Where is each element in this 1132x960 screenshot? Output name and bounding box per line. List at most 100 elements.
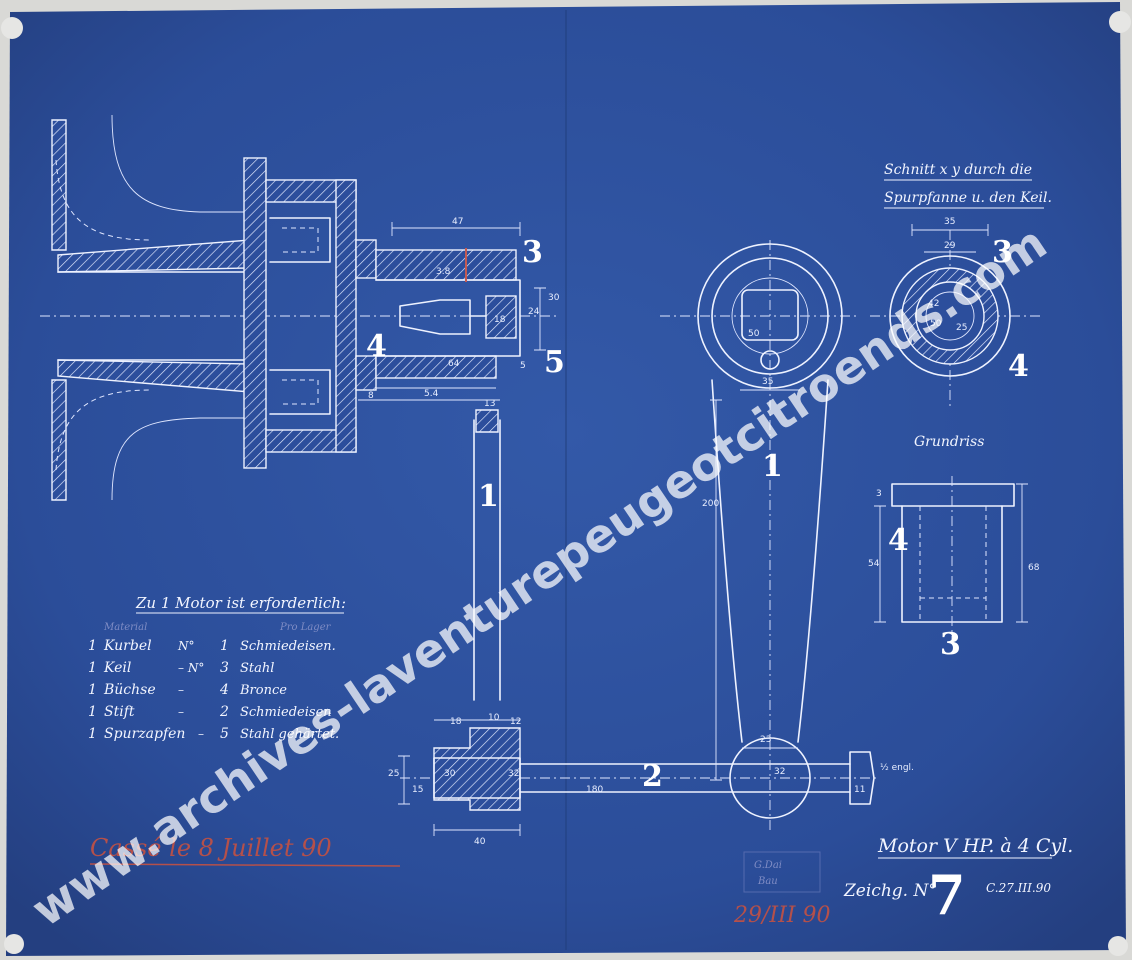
dim-24: 24 xyxy=(528,307,540,317)
plan-title: Grundriss xyxy=(914,434,984,450)
dim-40: 40 xyxy=(474,837,486,847)
drawing-date: C.27.III.90 xyxy=(986,881,1051,895)
dim-180: 180 xyxy=(586,785,603,795)
dim-3-8: 3.8 xyxy=(436,267,451,277)
part-name: Keil xyxy=(103,660,131,676)
parts-row: 1 Büchse – 4 Bronce xyxy=(88,682,287,698)
crank-pin-section xyxy=(398,719,880,836)
dim-200: 200 xyxy=(702,499,719,509)
drawing-label: Zeichg. N° xyxy=(843,881,937,901)
dim-5-4: 5.4 xyxy=(424,389,439,399)
dim-13: 13 xyxy=(484,399,495,409)
dim-8: 8 xyxy=(368,391,374,401)
dim-50-eye: 50 xyxy=(748,329,760,339)
part-label-4-assembly: 4 xyxy=(366,329,387,364)
parts-heading: Zu 1 Motor ist erforderlich: xyxy=(135,594,346,612)
part-no: 5 xyxy=(220,726,229,742)
part-name: Kurbel xyxy=(103,638,152,654)
dim-5: 5 xyxy=(520,361,526,371)
part-qty: 1 xyxy=(88,638,97,654)
part-qty: 1 xyxy=(88,682,97,698)
dim-32-eye: 32 xyxy=(774,767,785,777)
part-label-1-elevation: 1 xyxy=(762,449,783,484)
stamp-line2: Bau xyxy=(757,876,778,887)
dim-64: 64 xyxy=(448,359,460,369)
part-material: Stahl gehärtet. xyxy=(240,727,339,742)
red-date: 29/III 90 xyxy=(733,903,830,928)
part-label-5-assembly: 5 xyxy=(544,345,565,380)
part-no-prefix: – xyxy=(178,683,184,697)
part-material: Stahl xyxy=(240,661,274,676)
part-no: 3 xyxy=(220,660,229,676)
red-note: Cassé le 8 Juillet 90 xyxy=(90,834,332,862)
key-section-view xyxy=(870,224,1040,410)
dim-42: 42 xyxy=(928,299,939,309)
part-label-4-section: 4 xyxy=(1008,349,1029,384)
part-label-3-section: 3 xyxy=(992,235,1013,270)
parts-row: 1 Spurzapfen – 5 Stahl gehärtet. xyxy=(88,726,339,742)
parts-list: 1 Kurbel N° 1 Schmiedeisen. 1 Keil – N° … xyxy=(88,638,339,742)
part-qty: 1 xyxy=(88,660,97,676)
section-title-line1: Schnitt x y durch die xyxy=(884,162,1032,178)
dim-3: 3 xyxy=(876,489,882,499)
dim-23: 23 xyxy=(760,735,771,745)
part-name: Büchse xyxy=(103,682,156,698)
dim-47: 47 xyxy=(452,217,463,227)
part-no-prefix: N° xyxy=(177,639,195,653)
part-no-prefix: – xyxy=(198,727,204,741)
part-name: Spurzapfen xyxy=(104,726,185,742)
dim-68: 68 xyxy=(1028,563,1040,573)
dim-18-pin: 18 xyxy=(494,315,506,325)
part-label-2-pin: 2 xyxy=(642,759,663,794)
part-label-3-plan: 3 xyxy=(940,627,961,662)
parts-row: 1 Kurbel N° 1 Schmiedeisen. xyxy=(88,638,336,654)
dim-50-section: 50 xyxy=(930,319,942,329)
dim-30: 30 xyxy=(548,293,560,303)
dim-35-arm: 35 xyxy=(762,377,773,387)
dim-54: 54 xyxy=(868,559,880,569)
crank-elevation xyxy=(660,240,860,830)
part-qty: 1 xyxy=(88,726,97,742)
part-no: 1 xyxy=(220,638,229,654)
dim-30-pin: 30 xyxy=(444,769,456,779)
parts-row: 1 Stift – 2 Schmiedeisen xyxy=(88,704,332,720)
part-no-prefix: – N° xyxy=(178,661,204,675)
dim-29: 29 xyxy=(944,241,956,251)
section-title-line2: Spurpfanne u. den Keil. xyxy=(884,190,1052,206)
part-material: Schmiedeisen xyxy=(240,705,332,720)
part-no: 4 xyxy=(219,682,229,698)
dim-32: 32 xyxy=(508,769,519,779)
dim-35-section: 35 xyxy=(944,217,955,227)
dim-11: 11 xyxy=(854,785,865,795)
part-label-4-plan: 4 xyxy=(888,523,909,558)
part-label-3-assembly: 3 xyxy=(522,235,543,270)
watermark: www.archives-laventurepeugeotcitroends.c… xyxy=(22,215,1056,937)
dim-18: 18 xyxy=(450,717,462,727)
parts-row: 1 Keil – N° 3 Stahl xyxy=(88,660,274,676)
part-material: Bronce xyxy=(239,683,287,698)
part-label-1-assembly: 1 xyxy=(478,479,499,514)
dim-25: 25 xyxy=(388,769,399,779)
stamp-line1: G.Dai xyxy=(754,860,782,871)
drawing-number: 7 xyxy=(928,863,966,927)
dim-25-section: 25 xyxy=(956,323,967,333)
part-no-prefix: – xyxy=(178,705,184,719)
part-no: 2 xyxy=(219,704,229,720)
dim-12: 12 xyxy=(510,717,521,727)
red-note-underline xyxy=(89,863,401,867)
dim-10: 10 xyxy=(488,713,500,723)
part-name: Stift xyxy=(104,704,135,720)
part-material: Schmiedeisen. xyxy=(240,639,336,654)
hub-section-view xyxy=(40,114,560,701)
dim-15: 15 xyxy=(412,785,423,795)
dim-half-engl: ½ engl. xyxy=(880,763,914,773)
bushing-plan-view xyxy=(874,476,1028,640)
title-motor: Motor V HP. à 4 Cyl. xyxy=(877,835,1073,857)
part-qty: 1 xyxy=(88,704,97,720)
parts-note-material: Material xyxy=(103,622,147,633)
faded-stamp: G.Dai Bau xyxy=(743,851,821,893)
